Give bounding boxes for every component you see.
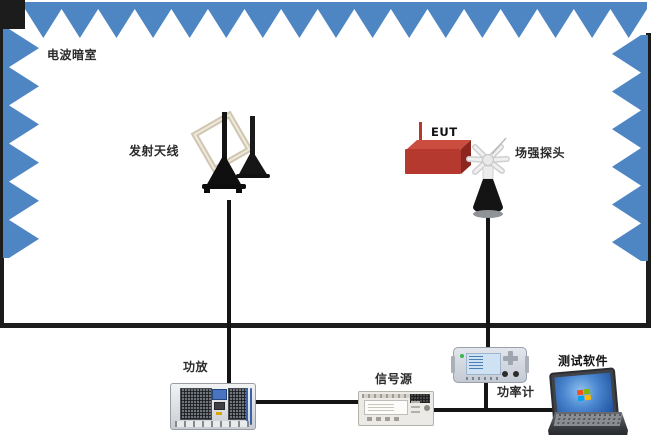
rear-tripod-base — [238, 150, 268, 176]
chamber-right-wall — [646, 33, 651, 328]
gen-keypad — [410, 394, 430, 403]
amp-grille-left — [180, 388, 212, 420]
gen-display — [364, 400, 408, 415]
power-meter-figure — [451, 347, 529, 383]
gen-top-strip — [362, 394, 410, 398]
eut-label: EUT — [431, 125, 458, 139]
windows-logo-yellow — [584, 394, 592, 401]
laptop-desktop — [554, 372, 614, 418]
laptop-base — [548, 412, 628, 435]
eut-top-face — [407, 140, 471, 149]
foot-pad-left — [204, 189, 210, 193]
cable-antenna-to-amplifier — [227, 200, 231, 388]
amp-grille-right — [228, 388, 248, 420]
gen-display-text-lines — [368, 404, 394, 411]
gen-button-row — [367, 417, 403, 421]
probe-hub — [482, 154, 494, 166]
laptop-figure — [548, 367, 628, 436]
pm-button-row — [466, 377, 500, 380]
foot-pad-right — [236, 189, 242, 193]
pm-connector-left — [502, 371, 508, 377]
windows-logo-green — [583, 388, 591, 395]
probe-base-disc — [473, 210, 503, 218]
pm-nav-buttons-horizontal — [503, 356, 518, 361]
chamber-bottom-wall — [0, 323, 651, 328]
pm-connector-right — [513, 371, 519, 377]
front-foot — [202, 184, 246, 189]
field-probe-figure — [466, 137, 510, 218]
cable-amplifier-to-signal-source — [250, 400, 362, 404]
rear-foot — [236, 174, 270, 178]
amp-handle-outer — [250, 388, 252, 425]
eut-front-face — [405, 149, 461, 174]
pm-display — [466, 353, 501, 375]
gen-knob — [424, 405, 430, 411]
absorber-row-top — [25, 2, 647, 38]
test-software-label: 测试软件 — [558, 354, 609, 368]
windows-logo-blue — [577, 395, 585, 402]
windows-logo-red — [576, 389, 584, 396]
eut-side-face — [461, 140, 471, 174]
laptop-keyboard — [553, 414, 623, 426]
amp-logo — [216, 412, 222, 415]
tx-antenna-label: 发射天线 — [129, 144, 180, 158]
pm-ear-left — [451, 356, 455, 373]
probe-tip-antenna — [491, 137, 507, 155]
eut-figure — [405, 122, 471, 174]
signal-source-label: 信号源 — [375, 372, 413, 386]
cable-signal-source-to-laptop — [428, 408, 558, 412]
windows-logo-icon — [576, 388, 592, 402]
amplifier-figure — [170, 383, 256, 430]
chamber-label: 电波暗室 — [47, 48, 98, 62]
amplifier-label: 功放 — [183, 360, 209, 374]
absorber-column-left — [3, 29, 39, 258]
eut-antenna-rod — [419, 122, 422, 150]
pm-power-led — [460, 354, 464, 358]
chamber-left-wall — [0, 0, 4, 328]
signal-source-figure — [358, 391, 434, 426]
probe-collar — [482, 165, 494, 180]
amp-connector-strip — [175, 421, 249, 427]
pm-display-text-lines — [469, 356, 483, 371]
amp-display — [212, 389, 227, 400]
rear-mast — [250, 116, 255, 166]
tx-antenna-figure — [190, 110, 270, 193]
power-meter-label: 功率计 — [497, 385, 535, 399]
probe-cone-base — [473, 179, 503, 213]
chamber-corner-block — [0, 0, 25, 29]
pm-ear-right — [525, 356, 529, 373]
front-mast — [222, 112, 227, 170]
absorber-column-right — [612, 35, 648, 261]
amp-handle-inner — [246, 388, 248, 425]
loop-highlight — [193, 113, 251, 171]
gen-button-column — [411, 401, 420, 416]
amp-module — [214, 402, 225, 410]
cable-probe-to-power-meter — [486, 210, 490, 348]
front-tripod-base — [206, 154, 242, 186]
cable-power-meter-drop — [484, 379, 488, 412]
field-probe-label: 场强探头 — [515, 146, 566, 160]
